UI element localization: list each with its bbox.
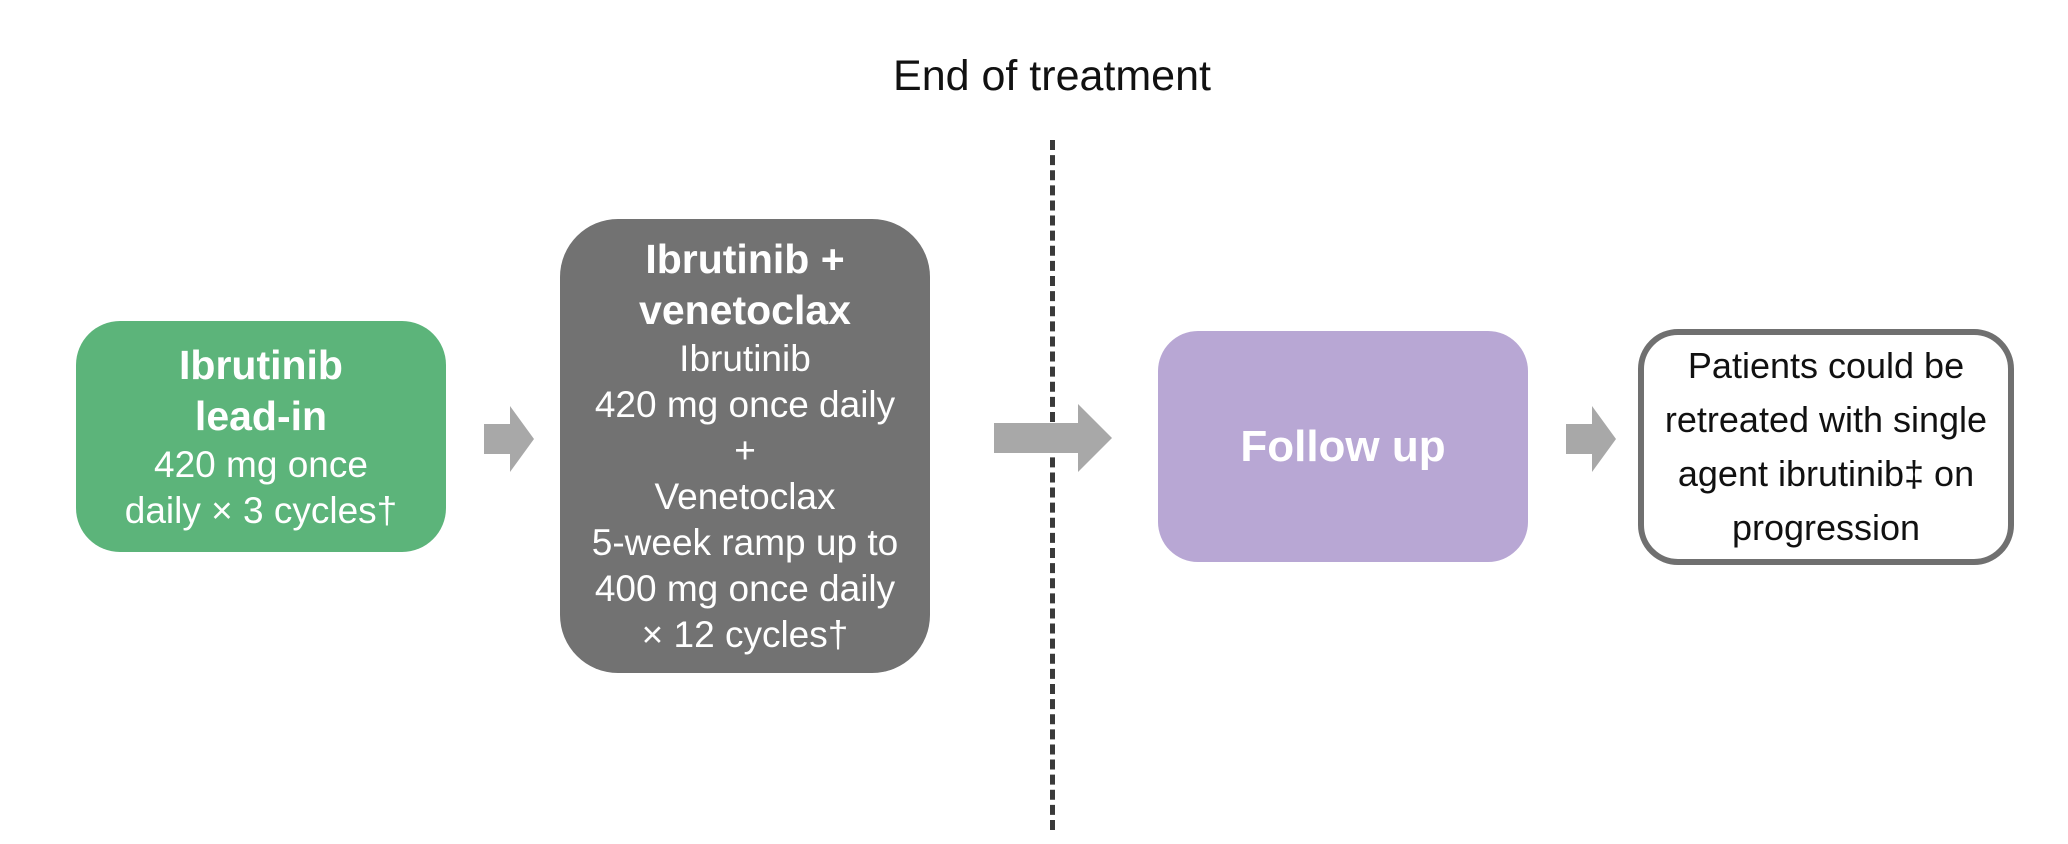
lead-in-box: Ibrutinib lead-in 420 mg once daily × 3 … — [76, 321, 446, 552]
follow-up-title: Follow up — [1240, 421, 1446, 471]
combination-body-line-5: 5-week ramp up to — [591, 522, 899, 563]
combination-body-line-1: Ibrutinib — [679, 338, 811, 379]
retreatment-line-2: retreated with single — [1664, 399, 1988, 440]
arrow-right-icon — [1566, 406, 1616, 472]
arrow-right-icon — [484, 406, 534, 472]
retreatment-line-4: progression — [1731, 507, 1921, 548]
combination-title-line-2: venetoclax — [639, 287, 851, 333]
combination-body-line-4: Venetoclax — [654, 476, 836, 517]
combination-body-line-7: × 12 cycles† — [641, 614, 849, 655]
combination-box: Ibrutinib + venetoclax Ibrutinib 420 mg … — [560, 219, 930, 673]
lead-in-title-line-1: Ibrutinib — [179, 341, 343, 388]
combination-body-line-2: 420 mg once daily — [594, 384, 896, 425]
lead-in-body-line-2: daily × 3 cycles† — [124, 489, 398, 531]
retreatment-line-1: Patients could be — [1687, 345, 1965, 386]
retreatment-line-3: agent ibrutinib‡ on — [1677, 453, 1975, 494]
end-of-treatment-divider — [1050, 140, 1055, 830]
follow-up-box: Follow up — [1158, 331, 1528, 562]
retreatment-box: Patients could be retreated with single … — [1638, 329, 2014, 565]
end-of-treatment-label: End of treatment — [893, 52, 1211, 100]
lead-in-body-line-1: 420 mg once — [154, 443, 368, 485]
arrow-right-icon — [994, 404, 1112, 472]
combination-body-line-6: 400 mg once daily — [594, 568, 896, 609]
combination-body-line-3: + — [734, 430, 756, 471]
combination-title-line-1: Ibrutinib + — [645, 236, 845, 282]
lead-in-title-line-2: lead-in — [194, 392, 328, 439]
